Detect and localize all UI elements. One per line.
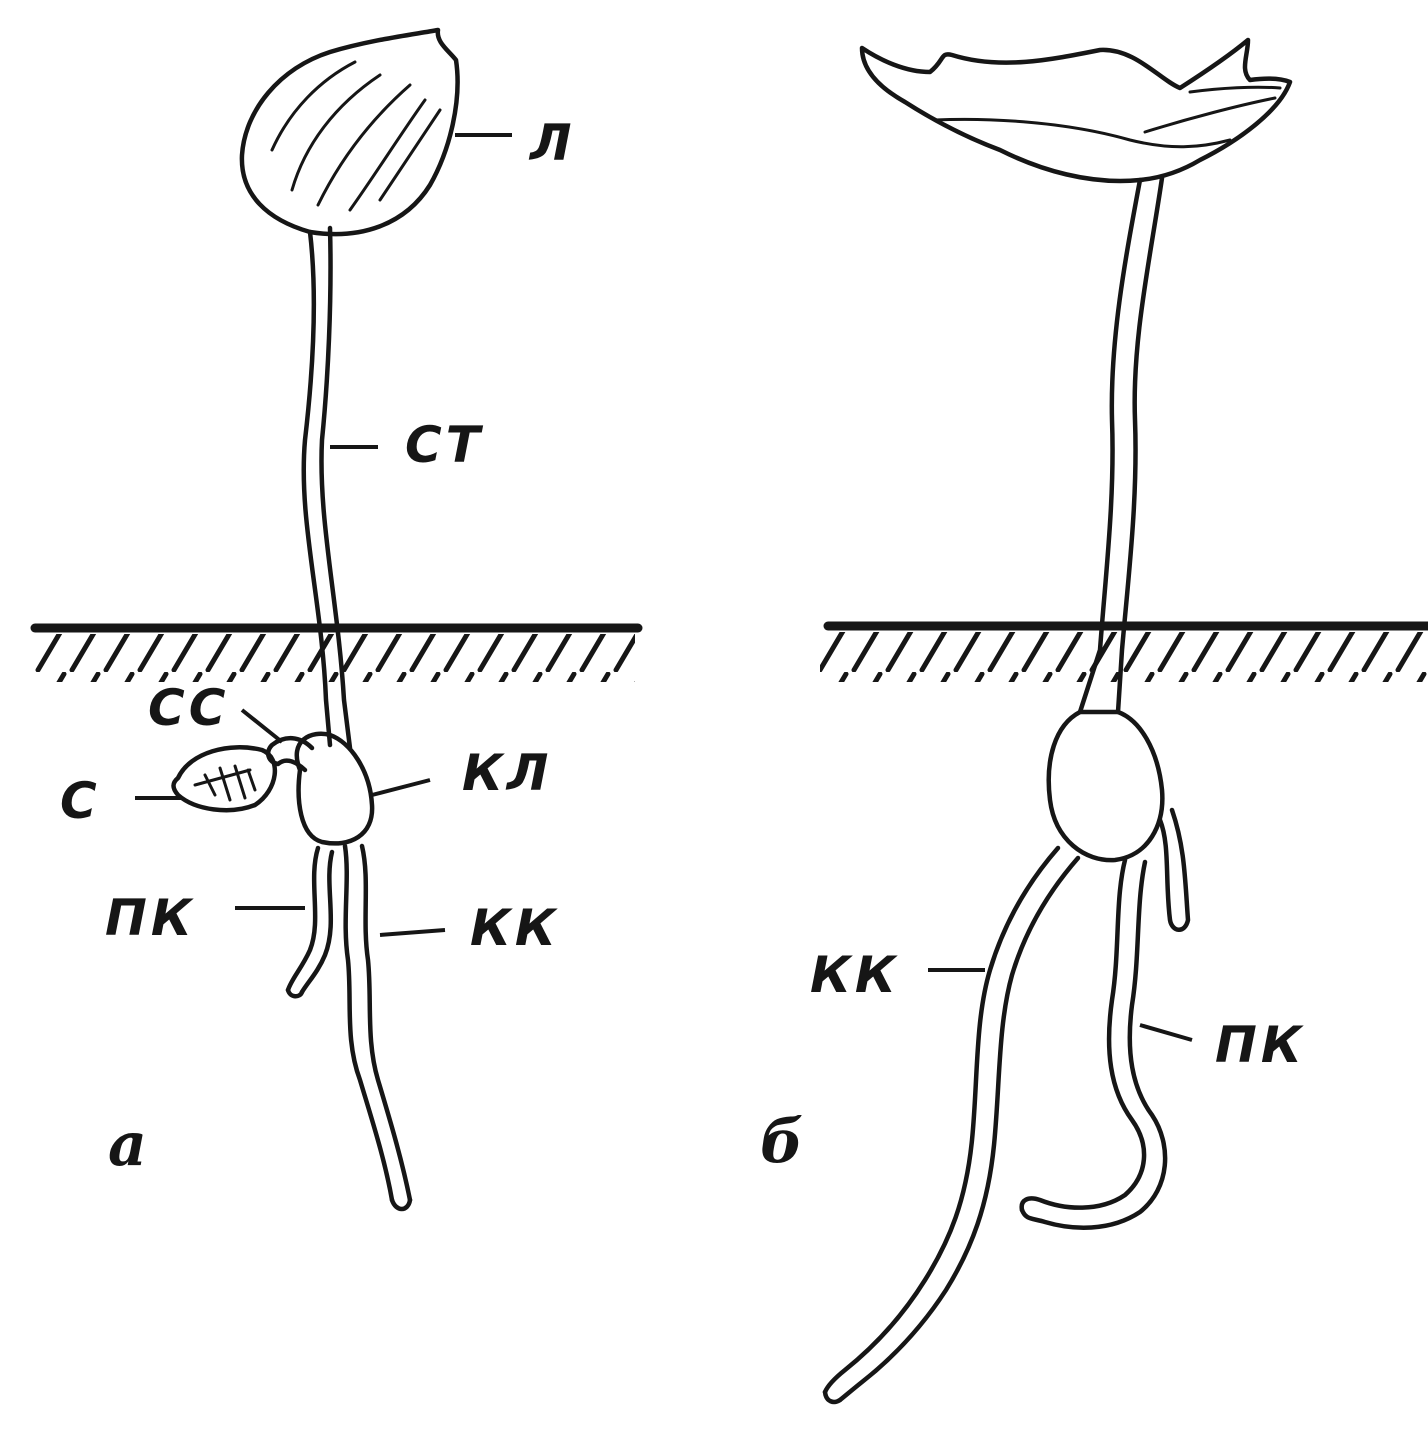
label-leaf: Л: [528, 114, 576, 172]
lateral-root-b: [1022, 860, 1165, 1228]
panel-b: КК ПК б: [760, 40, 1428, 1402]
root-collar-a: [297, 734, 372, 844]
panel-tag-b: б: [760, 1107, 803, 1177]
label-stem: СТ: [405, 416, 484, 474]
panel-a: Л СТ СС С КЛ ПК КК а: [35, 30, 638, 1209]
leaf-a: [242, 30, 458, 234]
root-stub-b: [1160, 810, 1188, 930]
main-root-a: [345, 846, 410, 1209]
label-lateral-root-a: ПК: [105, 889, 196, 947]
label-seed: С: [60, 772, 101, 830]
label-main-root-b: КК: [810, 946, 900, 1004]
main-root-b: [825, 848, 1078, 1402]
label-seed-coat: СС: [148, 679, 229, 737]
leaf-b: [862, 40, 1290, 181]
stem-b: [1080, 178, 1162, 712]
label-main-root-a: КК: [470, 899, 560, 957]
seed-a: [174, 747, 275, 810]
lateral-root-a: [288, 848, 332, 996]
panel-tag-a: а: [108, 1110, 147, 1180]
leader-lines-b: [928, 970, 1192, 1040]
label-root-collar: КЛ: [462, 744, 552, 802]
leader-lines-a: [135, 135, 512, 935]
label-lateral-root-b: ПК: [1215, 1016, 1306, 1074]
root-collar-b: [1049, 712, 1163, 860]
